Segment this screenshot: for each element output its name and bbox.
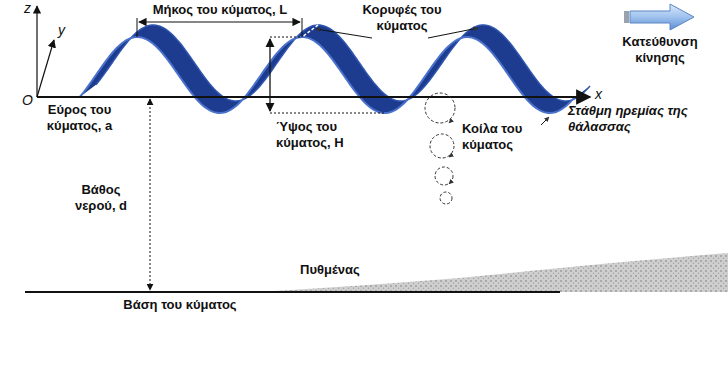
wave-surface bbox=[80, 25, 590, 113]
direction-label: Κατεύθυνση κίνησης bbox=[600, 34, 720, 65]
wave-front-edge bbox=[80, 37, 574, 113]
trough-level-line bbox=[270, 113, 385, 114]
wavelength-label: Μήκος του κύματος, L bbox=[135, 2, 305, 18]
seabed bbox=[255, 253, 728, 292]
direction-arrow-tail bbox=[624, 11, 629, 23]
orbital-arrows bbox=[449, 120, 452, 184]
seabed-label: Πυθμένας bbox=[300, 262, 360, 278]
axis-label: x bbox=[595, 86, 602, 103]
axis-label: z bbox=[24, 0, 31, 17]
direction-arrow bbox=[630, 4, 694, 30]
wavelength-tick bbox=[302, 18, 303, 37]
wave-base-line bbox=[25, 291, 560, 293]
crest-leader bbox=[428, 28, 478, 38]
orbital-circles bbox=[425, 93, 455, 204]
crest-label: Κορυφές του κύματος bbox=[352, 2, 452, 33]
amplitude-label: Εύρος του κύματος, a bbox=[32, 102, 127, 133]
crest-level-line bbox=[270, 37, 302, 38]
crest-line bbox=[302, 25, 318, 37]
height-arrow bbox=[269, 39, 270, 111]
wavelength-tick bbox=[137, 18, 138, 37]
amplitude-arrow bbox=[136, 40, 137, 95]
crest-leader bbox=[316, 29, 372, 38]
origin-label: O bbox=[22, 92, 33, 109]
y-axis bbox=[37, 40, 54, 97]
depth-arrow bbox=[150, 99, 151, 290]
rest-level-line bbox=[37, 96, 590, 98]
height-label: Ύψος του κύματος, H bbox=[276, 119, 371, 150]
z-axis bbox=[36, 6, 37, 97]
axis-label: y bbox=[58, 22, 65, 39]
trough-label: Κοίλα του κύματος bbox=[462, 121, 552, 152]
trough-leader bbox=[541, 117, 549, 125]
rest-level-label: Στάθμη ηρεμίας της θάλασσας bbox=[568, 103, 703, 134]
wave-base-label: Βάση του κύματος bbox=[95, 297, 265, 313]
wavelength-arrow bbox=[139, 21, 300, 22]
depth-label: Βάθος νερού, d bbox=[62, 182, 140, 213]
